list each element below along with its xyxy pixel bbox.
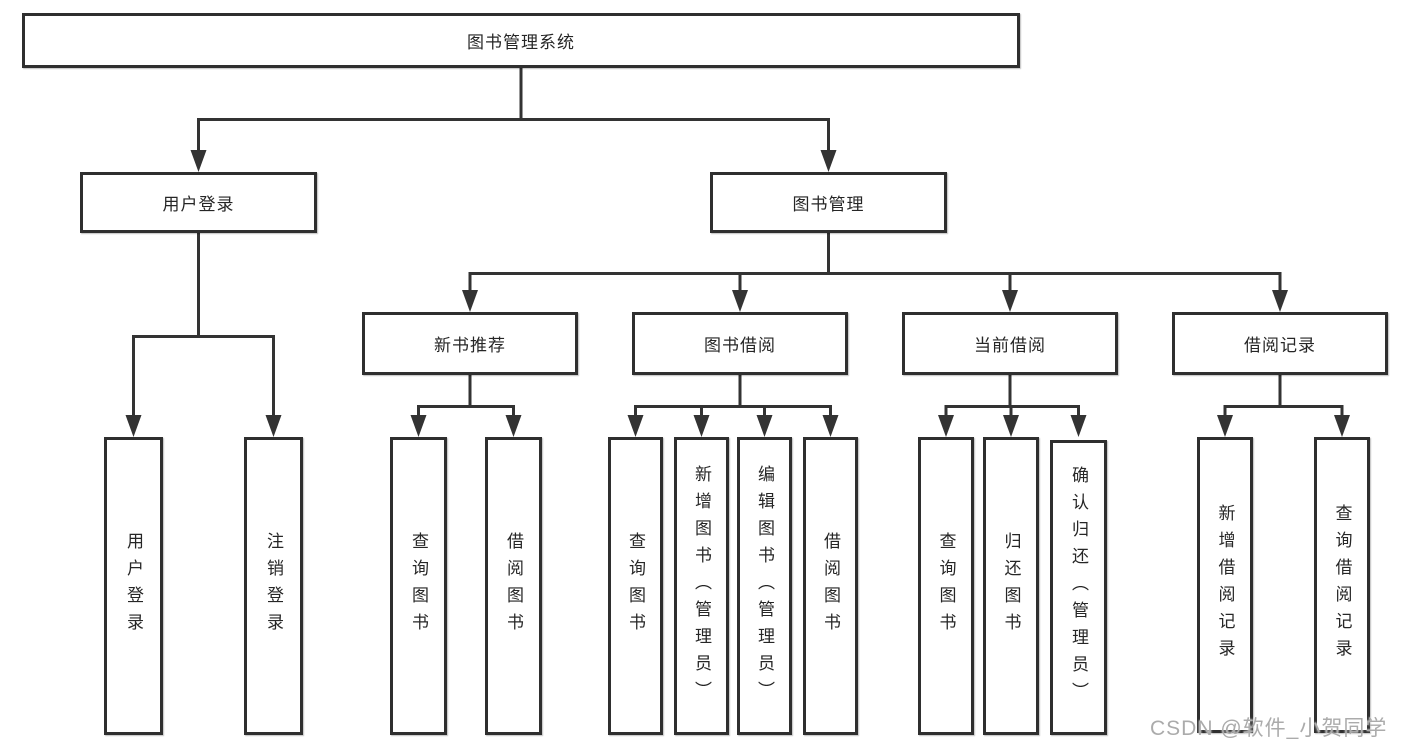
leaf-add-borrow-record-label: 新增借阅记录 [1215, 504, 1235, 666]
arrow-down-icon [505, 415, 522, 437]
node-current-borrowing: 当前借阅 [902, 312, 1118, 375]
arrow-down-icon [627, 415, 644, 437]
arrow-down-icon [1334, 415, 1350, 437]
node-new-book-recommend: 新书推荐 [362, 312, 578, 375]
node-library-system: 图书管理系统 [22, 13, 1020, 68]
leaf-borrow-books-borrowing-label: 借阅图书 [821, 532, 840, 640]
arrow-down-icon [1272, 290, 1288, 312]
arrow-down-icon [125, 415, 142, 437]
leaf-add-book-admin-label: 新增图书（管理员） [692, 464, 711, 708]
node-book-borrowing-label: 图书借阅 [704, 336, 776, 355]
arrow-down-icon [732, 290, 748, 312]
node-borrow-records: 借阅记录 [1172, 312, 1388, 375]
leaf-borrow-books-recommend: 借阅图书 [485, 437, 542, 735]
leaf-query-borrow-record-label: 查询借阅记录 [1332, 504, 1352, 666]
csdn-watermark: CSDN @软件_小贺同学 [1150, 717, 1388, 740]
arrow-down-icon [1070, 415, 1087, 437]
arrow-down-icon [820, 150, 837, 172]
node-new-book-recommend-label: 新书推荐 [434, 336, 506, 355]
arrow-down-icon [1003, 415, 1019, 437]
leaf-edit-book-admin: 编辑图书（管理员） [737, 437, 792, 735]
arrow-down-icon [410, 415, 427, 437]
leaf-query-books-current: 查询图书 [918, 437, 974, 735]
arrow-down-icon [265, 415, 282, 437]
node-book-management-label: 图书管理 [792, 195, 865, 214]
leaf-query-books-borrowing-label: 查询图书 [626, 532, 645, 640]
leaf-logout-label: 注销登录 [264, 532, 283, 640]
leaf-query-books-recommend-label: 查询图书 [409, 532, 428, 640]
node-book-management: 图书管理 [710, 172, 947, 233]
arrow-down-icon [756, 415, 773, 437]
connector-paths [132, 68, 1344, 418]
leaf-logout: 注销登录 [244, 437, 303, 735]
node-book-borrowing: 图书借阅 [632, 312, 848, 375]
leaf-edit-book-admin-label: 编辑图书（管理员） [755, 464, 774, 708]
leaf-borrow-books-recommend-label: 借阅图书 [504, 532, 523, 640]
leaf-borrow-books-borrowing: 借阅图书 [803, 437, 858, 735]
arrow-down-icon [462, 290, 478, 312]
arrow-down-icon [1217, 415, 1233, 437]
node-user-login: 用户登录 [80, 172, 317, 233]
leaf-add-book-admin: 新增图书（管理员） [674, 437, 729, 735]
arrow-down-icon [1002, 290, 1018, 312]
node-user-login-label: 用户登录 [162, 195, 235, 214]
leaf-confirm-return-admin: 确认归还（管理员） [1050, 440, 1107, 735]
node-library-system-label: 图书管理系统 [467, 33, 575, 52]
arrow-down-icon [190, 150, 207, 172]
leaf-return-book: 归还图书 [983, 437, 1039, 735]
arrow-down-icon [693, 415, 710, 437]
leaf-query-books-current-label: 查询图书 [936, 532, 956, 640]
leaf-query-books-recommend: 查询图书 [390, 437, 447, 735]
leaf-return-book-label: 归还图书 [1001, 532, 1021, 640]
arrow-down-icon [822, 415, 839, 437]
leaf-query-books-borrowing: 查询图书 [608, 437, 663, 735]
arrow-down-icons [125, 150, 1350, 437]
node-current-borrowing-label: 当前借阅 [974, 336, 1046, 355]
leaf-add-borrow-record: 新增借阅记录 [1197, 437, 1253, 733]
leaf-user-login-label: 用户登录 [124, 532, 143, 640]
leaf-query-borrow-record: 查询借阅记录 [1314, 437, 1370, 733]
leaf-user-login: 用户登录 [104, 437, 163, 735]
leaf-confirm-return-admin-label: 确认归还（管理员） [1069, 466, 1088, 709]
arrow-down-icon [938, 415, 954, 437]
node-borrow-records-label: 借阅记录 [1244, 336, 1316, 355]
